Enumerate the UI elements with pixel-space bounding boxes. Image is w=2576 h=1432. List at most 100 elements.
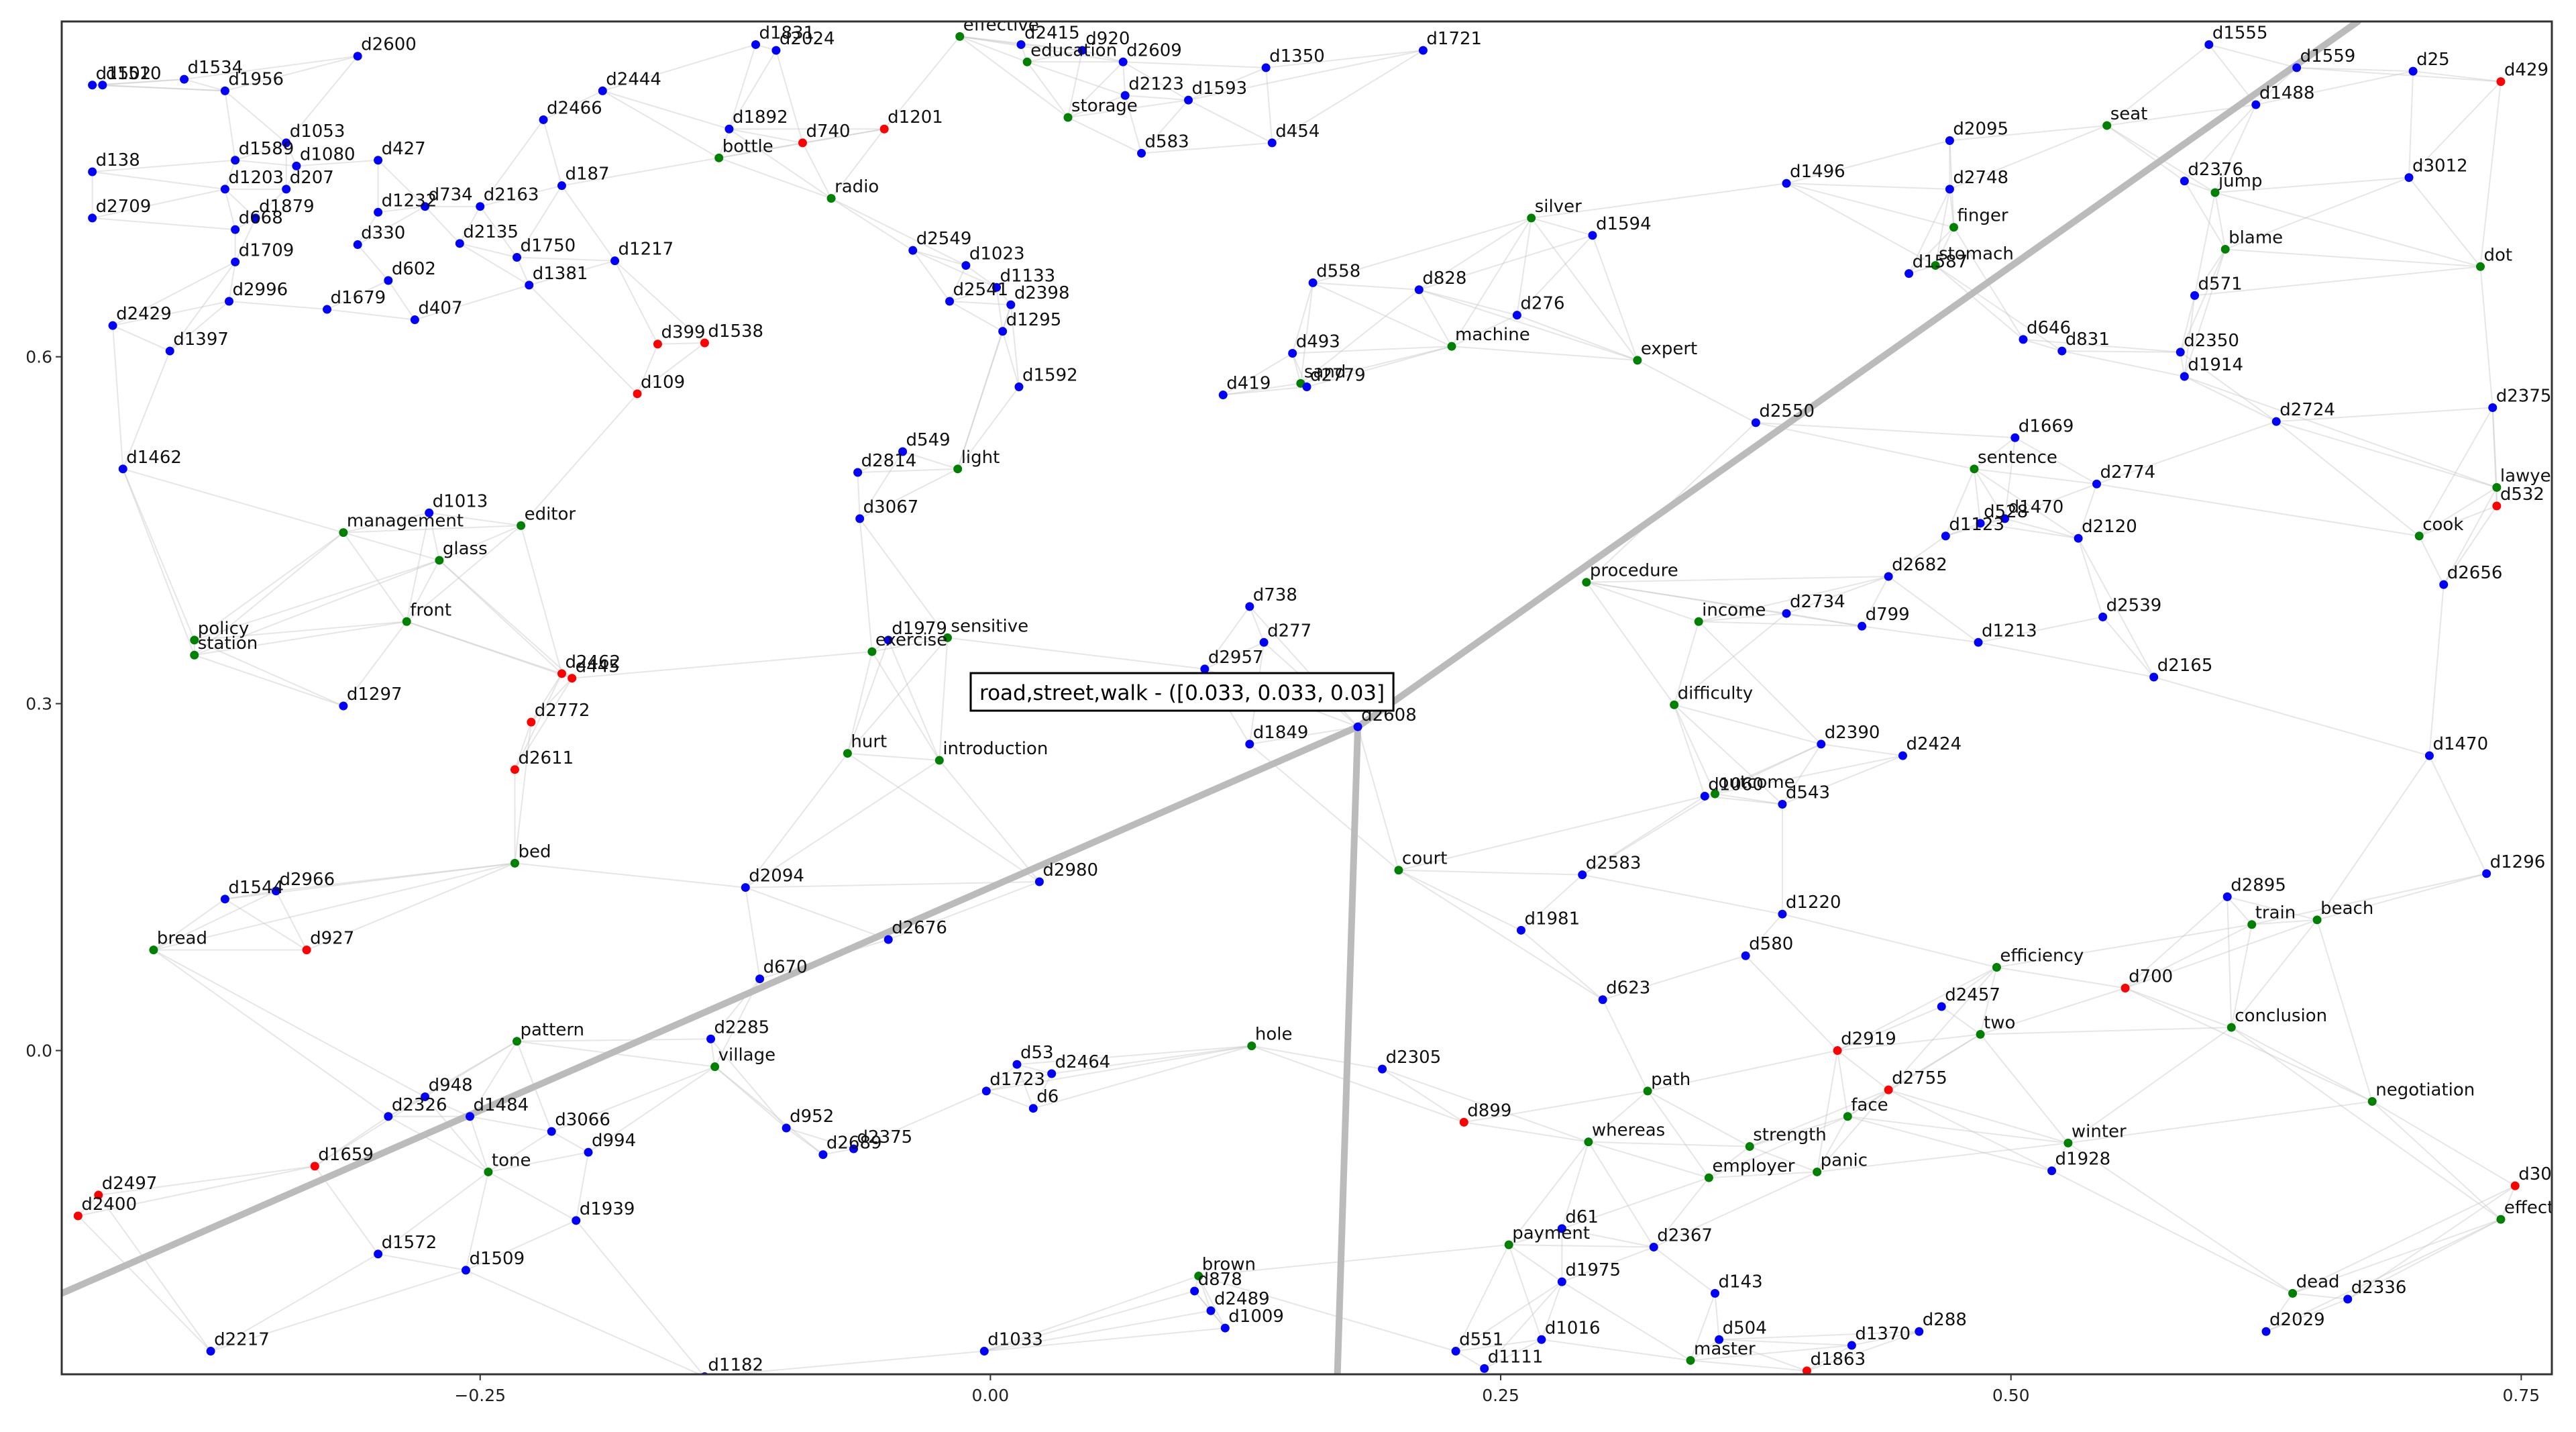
data-point[interactable] — [953, 464, 963, 474]
data-point[interactable] — [955, 32, 965, 41]
data-point[interactable] — [2404, 173, 2414, 183]
data-point[interactable] — [1751, 418, 1760, 427]
data-point[interactable] — [2439, 580, 2449, 589]
data-point[interactable] — [572, 1216, 581, 1225]
data-point[interactable] — [771, 46, 781, 55]
data-point[interactable] — [374, 1249, 383, 1259]
data-point[interactable] — [1643, 1086, 1652, 1096]
data-point[interactable] — [1028, 1104, 1038, 1113]
data-point[interactable] — [584, 1147, 593, 1157]
data-point[interactable] — [527, 717, 536, 727]
data-point[interactable] — [2057, 346, 2067, 356]
data-point[interactable] — [1063, 113, 1073, 122]
data-point[interactable] — [2492, 482, 2502, 492]
data-point[interactable] — [818, 1150, 828, 1160]
data-point[interactable] — [476, 202, 485, 211]
data-point[interactable] — [849, 1144, 859, 1154]
data-point[interactable] — [2492, 501, 2502, 511]
data-point[interactable] — [1118, 57, 1128, 66]
data-point[interactable] — [251, 213, 260, 223]
data-point[interactable] — [539, 115, 548, 124]
data-point[interactable] — [88, 81, 97, 90]
data-point[interactable] — [934, 756, 944, 765]
data-point[interactable] — [231, 225, 240, 234]
data-point[interactable] — [557, 669, 566, 678]
data-point[interactable] — [998, 327, 1008, 336]
data-point[interactable] — [513, 1037, 522, 1046]
data-point[interactable] — [1137, 148, 1146, 158]
data-point[interactable] — [1527, 213, 1536, 223]
data-point[interactable] — [1353, 722, 1362, 731]
data-point[interactable] — [1700, 791, 1709, 801]
data-point[interactable] — [374, 207, 383, 217]
data-point[interactable] — [843, 749, 852, 758]
data-point[interactable] — [1970, 464, 1979, 474]
data-point[interactable] — [525, 280, 534, 290]
data-point[interactable] — [710, 1062, 720, 1072]
data-point[interactable] — [1047, 1069, 1057, 1078]
data-point[interactable] — [224, 297, 233, 306]
data-point[interactable] — [2019, 335, 2028, 344]
data-point[interactable] — [2251, 100, 2261, 109]
data-point[interactable] — [231, 257, 240, 266]
data-point[interactable] — [206, 1347, 215, 1356]
data-point[interactable] — [1418, 46, 1428, 55]
data-point[interactable] — [149, 945, 158, 955]
data-point[interactable] — [118, 464, 127, 474]
data-point[interactable] — [961, 261, 971, 270]
data-point[interactable] — [1582, 578, 1591, 587]
data-point[interactable] — [1782, 178, 1791, 188]
data-point[interactable] — [2482, 869, 2491, 878]
data-point[interactable] — [2226, 1023, 2236, 1032]
data-point[interactable] — [282, 138, 291, 148]
data-point[interactable] — [979, 1347, 989, 1356]
data-point[interactable] — [1220, 1323, 1230, 1333]
data-point[interactable] — [2222, 892, 2232, 901]
data-point[interactable] — [2180, 176, 2189, 186]
data-point[interactable] — [1557, 1224, 1566, 1233]
data-point[interactable] — [2408, 66, 2418, 76]
data-point[interactable] — [1077, 46, 1087, 55]
data-point[interactable] — [653, 340, 662, 349]
data-point[interactable] — [94, 1190, 103, 1200]
data-point[interactable] — [2367, 1096, 2377, 1106]
data-point[interactable] — [1414, 285, 1424, 295]
data-point[interactable] — [2074, 533, 2083, 543]
data-point[interactable] — [1247, 1041, 1256, 1051]
data-point[interactable] — [1245, 602, 1254, 611]
data-point[interactable] — [2000, 514, 2010, 523]
data-point[interactable] — [1884, 1085, 1893, 1094]
data-point[interactable] — [741, 883, 750, 892]
data-point[interactable] — [879, 124, 889, 134]
data-point[interactable] — [855, 514, 865, 523]
data-point[interactable] — [2247, 920, 2257, 929]
data-point[interactable] — [220, 894, 229, 904]
data-point[interactable] — [513, 253, 522, 262]
data-point[interactable] — [755, 974, 765, 984]
data-point[interactable] — [1261, 63, 1271, 72]
data-point[interactable] — [1778, 800, 1787, 809]
data-point[interactable] — [180, 74, 189, 84]
data-point[interactable] — [598, 86, 607, 95]
data-point[interactable] — [1945, 185, 1954, 194]
data-point[interactable] — [1014, 382, 1024, 391]
data-point[interactable] — [1598, 995, 1607, 1005]
data-point[interactable] — [883, 935, 893, 944]
data-point[interactable] — [1034, 877, 1044, 886]
data-point[interactable] — [1949, 223, 1959, 232]
data-point[interactable] — [2476, 262, 2485, 271]
data-point[interactable] — [943, 633, 952, 642]
data-point[interactable] — [1976, 1029, 1985, 1039]
data-point[interactable] — [1378, 1064, 1387, 1074]
data-point[interactable] — [510, 765, 519, 774]
data-point[interactable] — [908, 246, 918, 255]
data-point[interactable] — [1833, 1046, 1842, 1056]
data-point[interactable] — [1802, 1366, 1811, 1375]
data-point[interactable] — [2063, 1138, 2073, 1147]
data-point[interactable] — [782, 1123, 791, 1133]
data-point[interactable] — [1937, 1002, 1946, 1011]
data-point[interactable] — [1206, 1306, 1216, 1315]
data-point[interactable] — [1686, 1356, 1695, 1365]
data-point[interactable] — [220, 86, 229, 95]
data-point[interactable] — [1670, 700, 1679, 709]
